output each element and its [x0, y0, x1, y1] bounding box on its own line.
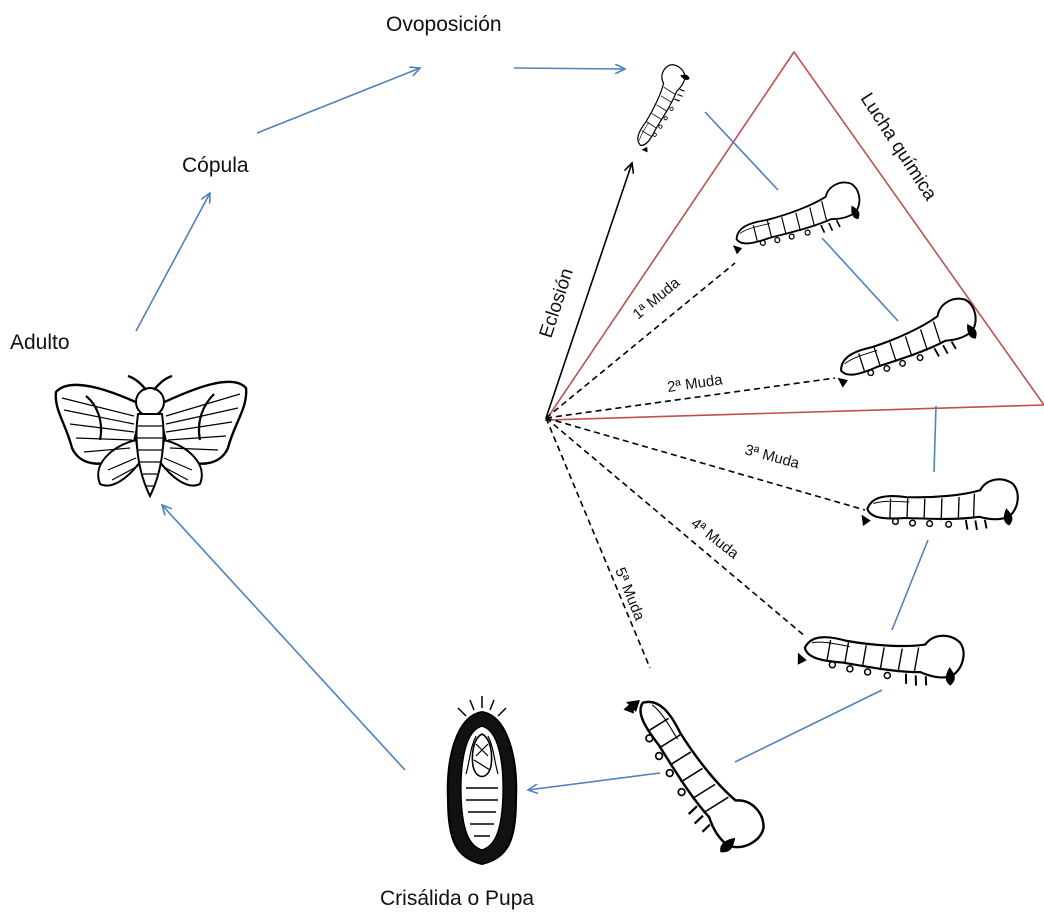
connector-larva-2: [822, 238, 898, 321]
arrow-pupa-to-adult: [162, 505, 405, 770]
molt-line-3: [546, 418, 865, 510]
molt-label-5: 5ª Muda: [611, 565, 648, 624]
chemical-fight-label: Lucha química: [856, 89, 941, 204]
molt-line-5: [546, 418, 650, 668]
molt-label-1: 1ª Muda: [630, 274, 684, 323]
copulation-label: Cópula: [182, 154, 249, 177]
pupa-label: Crisálida o Pupa: [380, 887, 534, 910]
chemical-fight-triangle: [546, 52, 1044, 420]
moth-icon: [56, 376, 246, 496]
molt-label-4: 4ª Muda: [688, 515, 743, 563]
arrow-larva-to-pupa: [528, 773, 660, 790]
adult-label: Adulto: [10, 331, 70, 354]
connector-larva-4: [892, 540, 928, 630]
larva-icon: [622, 61, 695, 153]
larva-icon: [622, 676, 771, 864]
oviposition-label: Ovoposición: [386, 13, 502, 36]
molt-line-1: [546, 263, 735, 418]
molt-lines: [546, 263, 865, 668]
connector-larva-1: [705, 112, 778, 190]
connector-larva-5: [735, 690, 882, 762]
arrow-copulation-to-oviposition: [257, 68, 420, 133]
pupa-icon: [448, 696, 516, 864]
larva-icon: [826, 294, 985, 388]
connector-larva-3: [934, 406, 936, 472]
arrow-adult-to-copulation: [136, 193, 210, 331]
arrow-oviposition-to-larva: [514, 68, 625, 69]
larva-icon: [725, 179, 866, 255]
larva-icon: [861, 475, 1018, 532]
hatching-label: Eclosión: [536, 266, 578, 341]
molt-label-2: 2ª Muda: [666, 371, 724, 396]
molt-label-3: 3ª Muda: [743, 441, 802, 472]
larva-icon: [796, 611, 967, 693]
